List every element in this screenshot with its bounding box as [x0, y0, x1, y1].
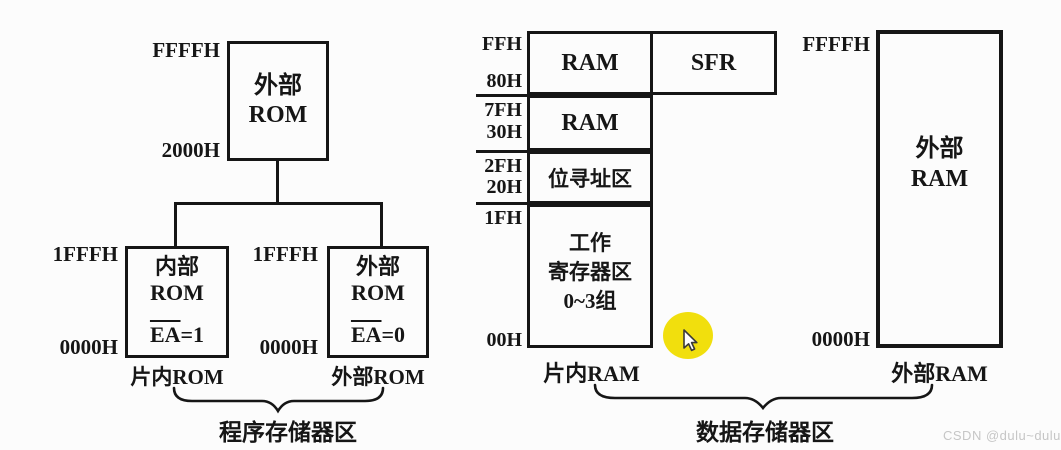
ram-upper-box: RAM	[527, 31, 653, 95]
scale-tick	[476, 202, 529, 205]
box-label: 工作	[569, 231, 611, 255]
connector-line	[174, 202, 383, 205]
prog-external-rom2-box: 外部 ROM EA=0	[327, 246, 429, 358]
addr-1fffh-internal: 1FFFH	[52, 242, 118, 266]
addr-20h: 20H	[486, 176, 522, 198]
box-label: 外部	[915, 136, 964, 162]
connector-line	[174, 202, 177, 247]
addr-2fh: 2FH	[484, 155, 522, 177]
caption-external-ram: 外部RAM	[891, 361, 988, 386]
box-label: RAM	[561, 109, 619, 136]
addr-2000h: 2000H	[161, 138, 220, 162]
csdn-watermark: CSDN @dulu~dulu	[943, 428, 1061, 443]
mouse-cursor-icon	[683, 329, 698, 352]
addr-7fh: 7FH	[484, 99, 522, 121]
ram-general-box: RAM	[527, 95, 653, 151]
addr-00h: 00H	[486, 329, 522, 351]
box-label: 内部	[154, 254, 199, 279]
prog-external-rom-box: 外部 ROM	[227, 41, 329, 161]
prog-internal-rom-box: 内部 ROM EA=1	[125, 246, 229, 358]
box-label: 外部	[254, 73, 302, 99]
sfr-box: SFR	[650, 31, 777, 95]
connector-line	[380, 202, 383, 247]
bit-addressable-box: 位寻址区	[527, 151, 653, 204]
addr-80h: 80H	[486, 70, 522, 92]
caption-program-memory-area: 程序存储器区	[219, 420, 357, 445]
addr-0000h-external: 0000H	[259, 335, 318, 359]
external-ram-box: 外部 RAM	[876, 30, 1003, 348]
ea-equation: EA=1	[149, 322, 205, 347]
caption-onchip-ram: 片内RAM	[543, 361, 640, 386]
scale-tick	[476, 150, 529, 153]
addr-ffffh-prog: FFFFH	[152, 38, 220, 62]
box-label: 位寻址区	[548, 166, 632, 191]
addr-1fh: 1FH	[484, 207, 522, 229]
addr-0000h-data: 0000H	[811, 327, 870, 351]
box-label: 寄存器区	[548, 260, 632, 284]
addr-1fffh-external: 1FFFH	[252, 242, 318, 266]
addr-ffh: FFH	[482, 33, 522, 55]
box-label: RAM	[561, 49, 619, 76]
box-label: ROM	[150, 280, 204, 305]
brace-program-memory	[172, 386, 385, 414]
box-label: 0~3组	[563, 289, 617, 313]
box-label: ROM	[351, 280, 405, 305]
box-label: RAM	[910, 166, 969, 192]
addr-ffffh-data: FFFFH	[802, 32, 870, 56]
working-registers-box: 工作 寄存器区 0~3组	[527, 204, 653, 348]
brace-data-memory	[593, 383, 934, 411]
box-label: ROM	[248, 102, 308, 128]
scale-tick	[476, 94, 529, 97]
ea-equation: EA=0	[350, 322, 406, 347]
addr-0000h-internal: 0000H	[59, 335, 118, 359]
box-label: SFR	[690, 49, 737, 76]
caption-onchip-rom: 片内ROM	[130, 365, 224, 389]
box-label: 外部	[355, 254, 400, 279]
caption-external-rom: 外部ROM	[331, 365, 425, 389]
addr-30h: 30H	[486, 121, 522, 143]
connector-line	[276, 160, 279, 205]
caption-data-memory-area: 数据存储器区	[696, 420, 834, 445]
